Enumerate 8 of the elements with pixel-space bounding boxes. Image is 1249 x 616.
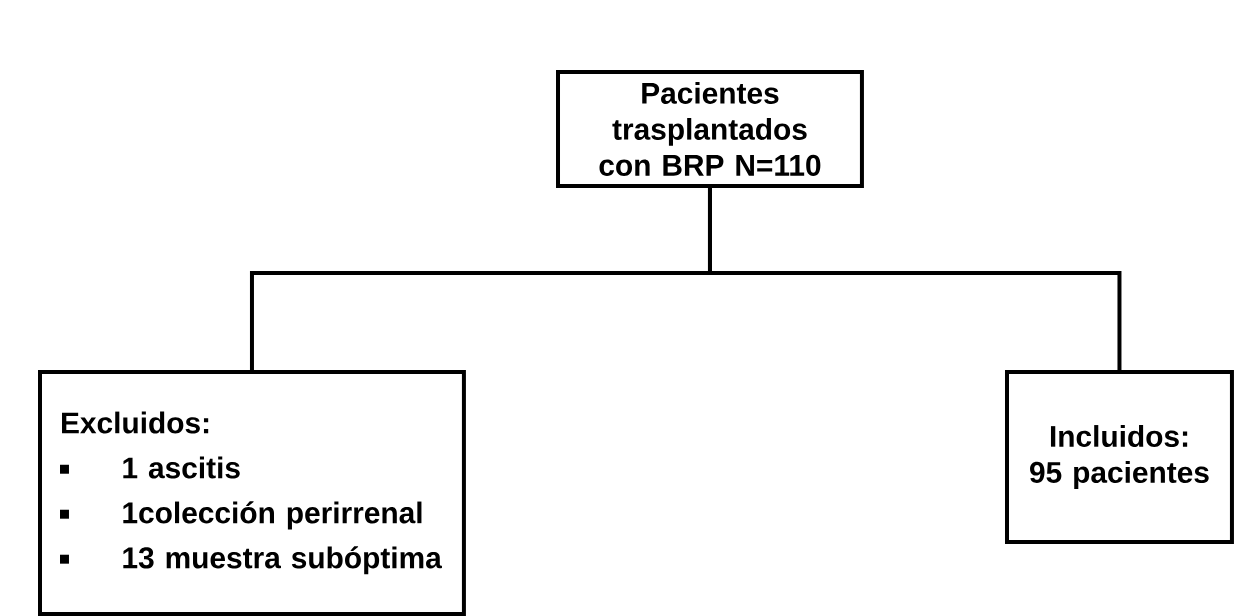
list-item: 1colección perirrenal	[60, 501, 422, 530]
connector-line	[707, 187, 1122, 370]
list-item: 13 muestra subóptima	[60, 546, 442, 575]
exclusion-box	[38, 370, 466, 616]
heading: Excluidos:	[62, 411, 209, 434]
list-item: 1 ascitis	[60, 456, 240, 479]
process-box: Pacientes trasplantados con BRP N=110	[556, 70, 864, 188]
process-box: Incluidos: 95 pacientes	[1005, 370, 1234, 544]
